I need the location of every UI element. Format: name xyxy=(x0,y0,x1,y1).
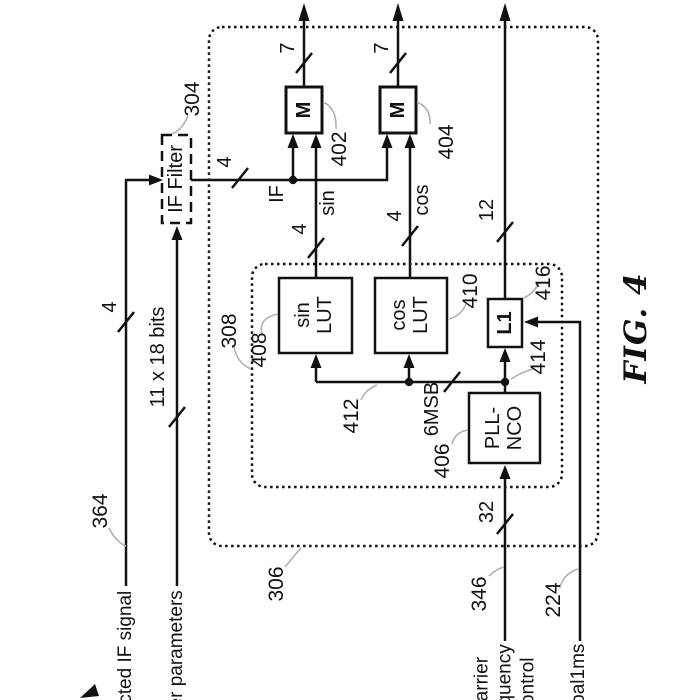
width-if: 4 xyxy=(214,156,236,168)
cos-lut-label: cos LUT xyxy=(388,296,432,334)
wire-if xyxy=(191,148,389,182)
width-sin: 4 xyxy=(289,223,311,235)
ref-306: 306 xyxy=(265,566,288,602)
outer-group-box xyxy=(207,25,600,548)
width-filter-params: 11 x 18 bits xyxy=(147,306,169,408)
ref-414: 414 xyxy=(527,339,550,375)
width-l1-out: 12 xyxy=(476,198,498,222)
ref-406: 406 xyxy=(431,443,454,479)
ref-410: 410 xyxy=(459,273,482,309)
ref-364: 364 xyxy=(89,493,112,529)
width-carrier: 32 xyxy=(476,500,498,524)
label-carrier-frequency-control: Carrier frequency control xyxy=(471,644,539,700)
pll-nco-label: PLL- NCO xyxy=(482,405,526,451)
label-sin: sin xyxy=(317,190,339,216)
figure-title: FIG. 4 xyxy=(618,272,654,384)
label-if: IF xyxy=(266,185,288,203)
width-mixer-q-out: 7 xyxy=(371,42,393,54)
if-filter-label: IF Filter xyxy=(165,145,187,213)
width-mixer-i-out: 7 xyxy=(277,42,299,54)
corner-cut-arrowhead xyxy=(80,684,99,698)
mixer-i-label: M xyxy=(293,101,315,119)
l1-box xyxy=(486,297,524,349)
l1-label: L1 xyxy=(494,311,516,335)
wire-global-1ms xyxy=(538,320,582,641)
ref-408: 408 xyxy=(248,332,271,368)
bus-width-ticks xyxy=(117,52,514,535)
mixer-q-label: M xyxy=(387,101,409,119)
ref-416: 416 xyxy=(532,265,555,301)
ref-224: 224 xyxy=(542,582,565,618)
mixer-i-box xyxy=(284,85,324,135)
ref-404: 404 xyxy=(435,124,458,160)
arrowheads xyxy=(80,3,538,698)
width-cos: 4 xyxy=(384,210,406,222)
width-corrected-if: 4 xyxy=(99,301,121,313)
label-global-1ms: Global1ms xyxy=(568,643,589,700)
label-cos: cos xyxy=(411,184,433,216)
ref-346: 346 xyxy=(468,576,491,612)
pll-nco-box xyxy=(467,391,542,465)
mixer-q-box xyxy=(378,85,418,135)
ref-402: 402 xyxy=(328,131,351,167)
cos-lut-box xyxy=(373,276,449,355)
inner-group-box xyxy=(250,262,564,489)
sin-lut-label: sin LUT xyxy=(292,296,336,334)
ref-412: 412 xyxy=(340,398,363,434)
sin-lut-box xyxy=(277,276,354,355)
wire-corrected-if xyxy=(124,178,150,586)
ref-304: 304 xyxy=(181,81,204,117)
label-filter-parameters: Filter parameters xyxy=(166,590,187,700)
ref-308: 308 xyxy=(218,313,241,349)
reference-leaders xyxy=(108,101,579,589)
if-filter-box xyxy=(160,133,193,225)
label-6msb: 6MSB xyxy=(421,381,443,437)
label-corrected-if-signal: Corrected IF signal xyxy=(115,590,136,700)
junction-dots xyxy=(288,175,510,387)
